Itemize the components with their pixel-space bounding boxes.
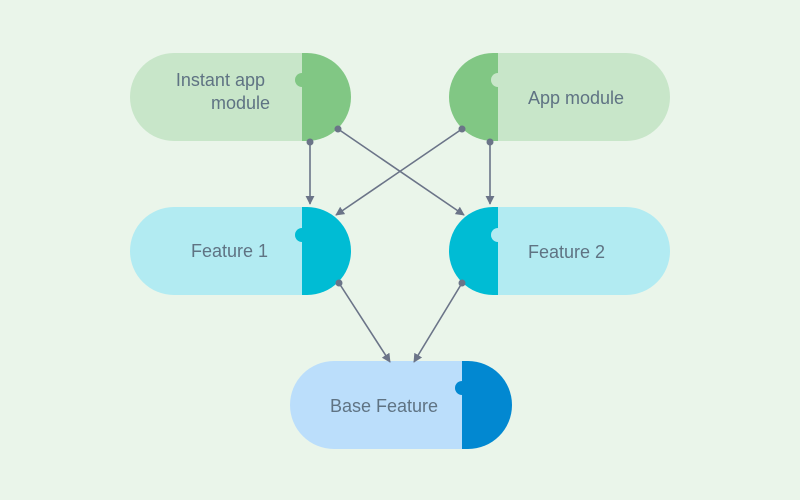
node-base-feature-notch <box>455 381 469 395</box>
node-feature-1-cap <box>302 207 351 295</box>
node-app-module-label: App module <box>528 88 624 108</box>
node-base-feature-label: Base Feature <box>330 396 438 416</box>
node-app-module-body <box>498 53 670 141</box>
node-feature-1-notch <box>295 228 309 242</box>
node-instant-app-label-line1: Instant app <box>176 70 265 90</box>
edge-start-dot <box>306 138 314 146</box>
node-app-module-notch <box>491 73 505 87</box>
node-base-feature-body <box>290 361 462 449</box>
edge-instant-app-to-feature-1 <box>305 138 315 205</box>
node-feature-2-notch <box>491 228 505 242</box>
node-instant-app-label: Instant app module <box>176 70 270 113</box>
edge-start-dot <box>458 279 466 287</box>
node-feature-1-body <box>130 207 302 295</box>
edge-start-dot <box>458 125 466 133</box>
edge-start-dot <box>335 279 343 287</box>
node-instant-app-cap <box>302 53 351 141</box>
node-instant-app-label-line2: module <box>211 93 270 113</box>
node-app-module-cap <box>449 53 498 141</box>
edge-app-module-to-feature-2 <box>485 138 495 205</box>
node-feature-2-label: Feature 2 <box>528 242 605 262</box>
node-feature-1-label: Feature 1 <box>191 241 268 261</box>
edge-start-dot <box>334 125 342 133</box>
edges <box>305 125 495 363</box>
edge-app-module-to-feature-1 <box>335 125 466 216</box>
edge-feature-1-to-base-feature <box>335 279 391 363</box>
edge-start-dot <box>486 138 494 146</box>
edge-feature-2-to-base-feature <box>413 279 466 363</box>
node-feature-1: Feature 1 <box>130 207 351 295</box>
node-base-feature-cap <box>462 361 512 449</box>
edge-instant-app-to-feature-2 <box>334 125 465 216</box>
node-instant-app-body <box>130 53 302 141</box>
node-feature-2-body <box>498 207 670 295</box>
node-instant-app-notch <box>295 73 309 87</box>
node-feature-2: Feature 2 <box>449 207 670 295</box>
node-app-module: App module <box>449 53 670 141</box>
node-instant-app-module: Instant app module <box>130 53 351 141</box>
node-base-feature: Base Feature <box>290 361 512 449</box>
node-feature-2-cap <box>449 207 498 295</box>
